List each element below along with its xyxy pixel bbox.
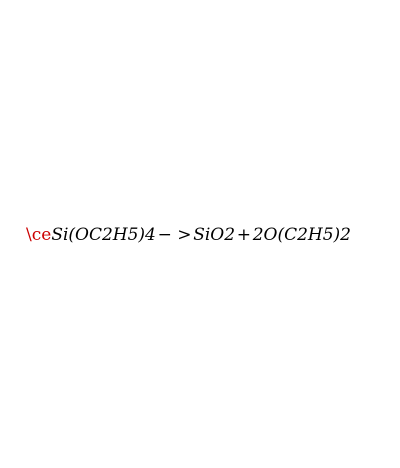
latex-ce-command: \ce xyxy=(26,225,52,245)
reaction-arrow: − > xyxy=(157,225,192,245)
product-formula-1: SiO2 xyxy=(193,225,236,245)
plus-sign: + xyxy=(236,225,251,245)
product-formula-2: 2O(C2H5)2 xyxy=(252,225,352,245)
reactant-formula: Si(OC2H5)4 xyxy=(51,225,156,245)
chemical-equation: \ceSi(OC2H5)4 − > SiO2 + 2O(C2H5)2 xyxy=(26,224,351,246)
